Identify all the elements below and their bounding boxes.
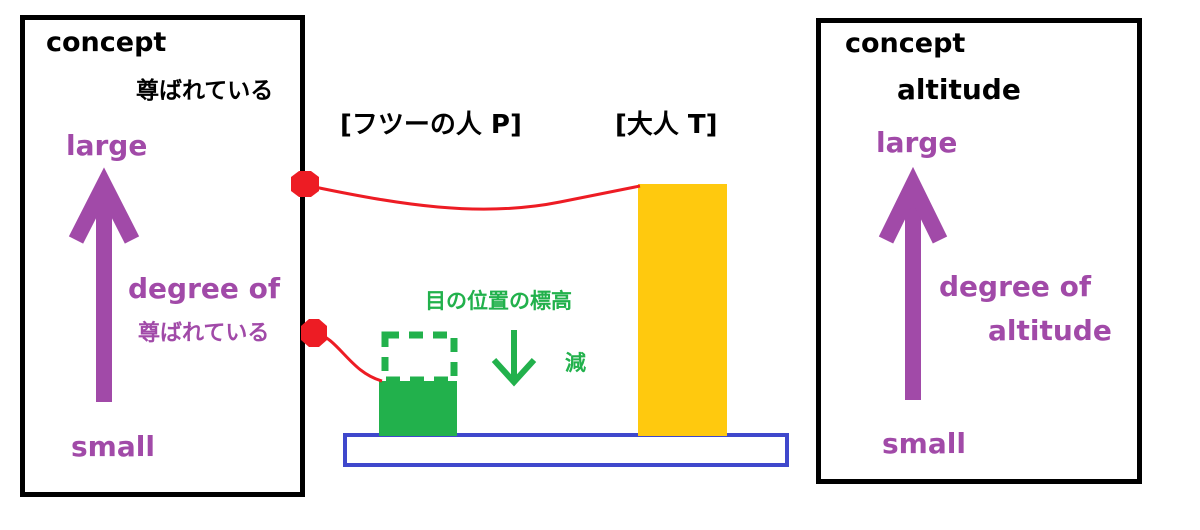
right-top-label: large — [876, 126, 958, 159]
right-axis-label-line1: degree of — [939, 270, 1092, 303]
right-concept-panel — [816, 18, 1142, 484]
right-panel-title: concept — [845, 28, 966, 59]
upper-connector-line — [304, 183, 641, 211]
lower-marker-hexagon-icon — [301, 319, 327, 347]
left-panel-title: concept — [46, 27, 167, 58]
left-panel-subtitle: 尊ばれている — [136, 78, 274, 104]
right-axis-label-line2: altitude — [988, 314, 1112, 347]
decrease-arrow-icon — [491, 330, 537, 387]
ground-bar — [343, 433, 789, 467]
person-p-label: [フツーの人 P] — [340, 110, 522, 140]
left-axis-label-line2: 尊ばれている — [138, 321, 270, 346]
person-t-block — [638, 184, 727, 436]
person-p-block — [379, 381, 457, 436]
left-concept-panel — [20, 15, 305, 497]
upper-marker-hexagon-icon — [291, 171, 319, 197]
person-t-label: [大人 T] — [615, 110, 718, 140]
left-bottom-label: small — [71, 430, 155, 463]
left-top-label: large — [66, 129, 148, 162]
previous-eye-level-outline — [381, 331, 458, 384]
right-panel-subtitle: altitude — [897, 73, 1021, 106]
right-bottom-label: small — [882, 427, 966, 460]
left-degree-arrow-icon — [68, 167, 140, 402]
eye-level-label: 目の位置の標高 — [425, 289, 572, 313]
right-degree-arrow-icon — [878, 166, 948, 400]
decrease-label: 減 — [565, 351, 586, 375]
left-axis-label-line1: degree of — [128, 272, 281, 305]
